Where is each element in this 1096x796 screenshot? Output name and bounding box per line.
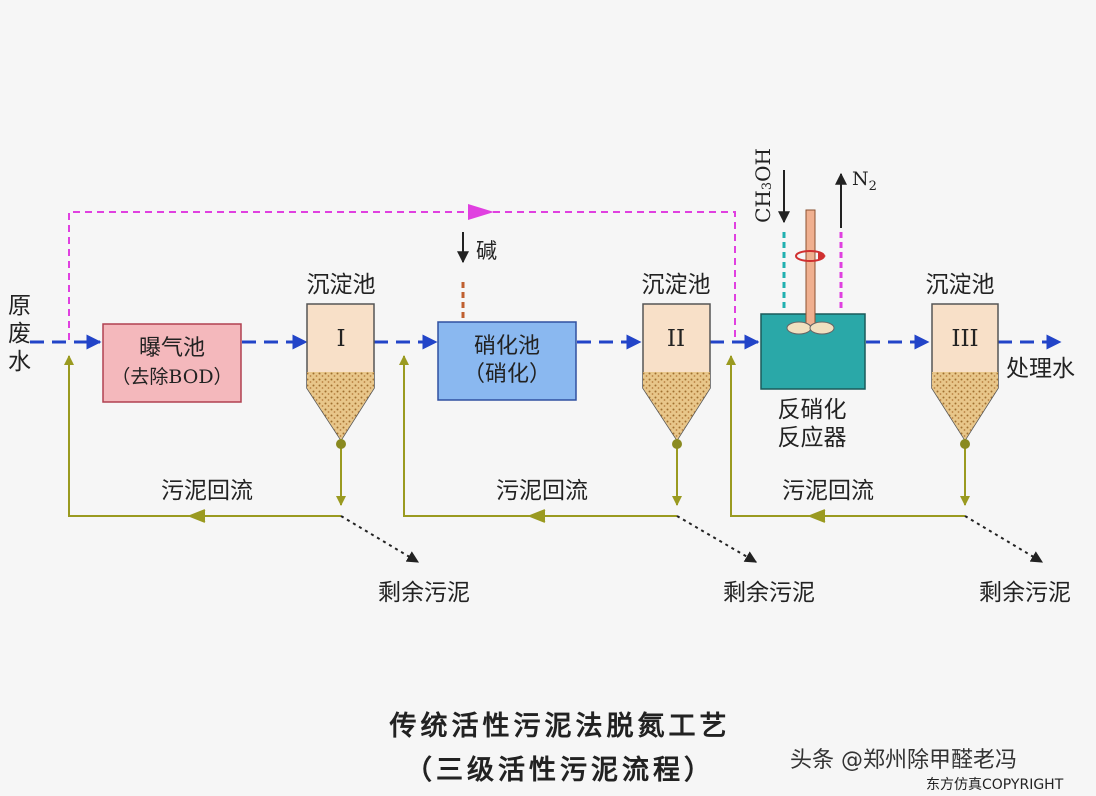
denitrification-reactor [760, 170, 866, 390]
clarifier-3-label: 沉淀池 [925, 272, 995, 298]
source-watermark: 头条 @郑州除甲醛老冯 [790, 748, 1017, 773]
clarifier-2 [642, 303, 711, 449]
aeration-tank-sublabel: （去除BOD） [111, 366, 233, 388]
aeration-tank-text: 曝气池 （去除BOD） [103, 324, 241, 402]
clarifier-2-label: 沉淀池 [641, 272, 711, 298]
return-sludge-1-label: 污泥回流 [161, 478, 253, 504]
nitrification-tank [437, 321, 577, 401]
return-sludge-3-label: 污泥回流 [782, 478, 874, 504]
diagram-title: 传统活性污泥法脱氮工艺 [389, 711, 731, 742]
clarifier-1-label: 沉淀池 [306, 272, 376, 298]
excess-sludge-lines [340, 515, 1044, 563]
clarifier-1-numeral: I [336, 326, 346, 352]
nitrification-tank-sublabel: （硝化） [462, 362, 551, 387]
outlet-label: 处理水 [1006, 356, 1075, 382]
excess-sludge-2-label: 剩余污泥 [723, 580, 815, 606]
methanol-label: CH3OH [751, 148, 775, 223]
aeration-tank-label: 曝气池 [138, 336, 205, 361]
excess-sludge-1-label: 剩余污泥 [378, 580, 470, 606]
reactor-label: 反硝化 反应器 [777, 397, 847, 451]
clarifier-1 [306, 303, 375, 449]
return-sludge-lines [64, 355, 970, 523]
clarifier-2-numeral: II [666, 326, 686, 352]
alkali-label: 碱 [476, 239, 497, 263]
copyright-watermark: 东方仿真COPYRIGHT [926, 777, 1064, 793]
bypass-line [68, 204, 736, 340]
return-sludge-2-label: 污泥回流 [496, 478, 588, 504]
aeration-tank [102, 323, 242, 403]
inlet-label: 原 废 水 [8, 293, 31, 375]
nitrification-tank-label: 硝化池 [473, 334, 540, 359]
diagram-subtitle: （三级活性污泥流程） [405, 755, 715, 786]
clarifier-3 [931, 303, 999, 449]
clarifier-3-numeral: III [951, 326, 979, 352]
nitrification-tank-text: 硝化池 （硝化） [438, 322, 576, 400]
nitrogen-label: N2 [852, 168, 877, 194]
excess-sludge-3-label: 剩余污泥 [979, 580, 1071, 606]
